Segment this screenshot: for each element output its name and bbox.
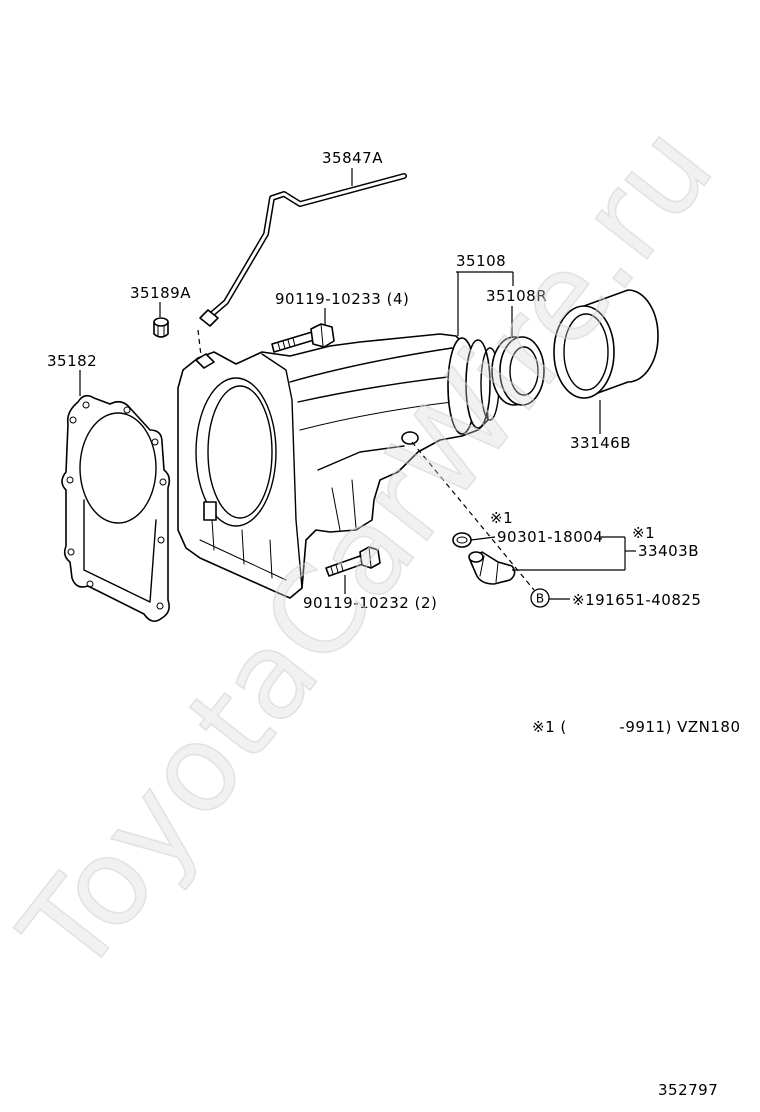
pipe-alignment-dashed-line — [197, 329, 202, 357]
bolt-90119-10233 — [271, 323, 335, 353]
sleeve-33146B — [553, 289, 659, 399]
callout-bolt-lower: 90119-10232 (2) — [303, 594, 437, 612]
bolt-90119-10232 — [325, 546, 381, 577]
callout-gasket: 35182 — [47, 352, 97, 370]
b-marker-circle — [530, 588, 550, 608]
callout-bolt-upper: 90119-10233 (4) — [275, 290, 409, 308]
callout-oil-seal: 35108R — [486, 287, 547, 305]
callout-sleeve: 33146B — [570, 434, 631, 452]
callout-assembly: 33403B — [638, 542, 699, 560]
callout-b-part: ※191651-40825 — [572, 591, 701, 609]
callout-plug: 35189A — [130, 284, 191, 302]
callout-o-ring: 90301-18004 — [497, 528, 603, 546]
extension-housing-35108 — [177, 333, 500, 599]
breather-pipe-35847A — [199, 173, 407, 327]
footnote: ※1 ( -9911) VZN180 — [532, 718, 741, 736]
callout-assembly-note: ※1 — [632, 524, 655, 542]
leader-lines — [79, 168, 636, 600]
plug-35189A — [153, 317, 169, 338]
callout-pipe: 35847A — [322, 149, 383, 167]
callout-housing: 35108 — [456, 252, 506, 270]
b-marker-label: B — [536, 592, 544, 606]
speedometer-sleeve-33403B — [468, 551, 516, 585]
gasket-35182 — [61, 394, 171, 622]
callout-o-ring-note: ※1 — [490, 509, 513, 527]
oil-seal-35108R — [491, 336, 545, 406]
diagram-number: 352797 — [658, 1081, 718, 1099]
